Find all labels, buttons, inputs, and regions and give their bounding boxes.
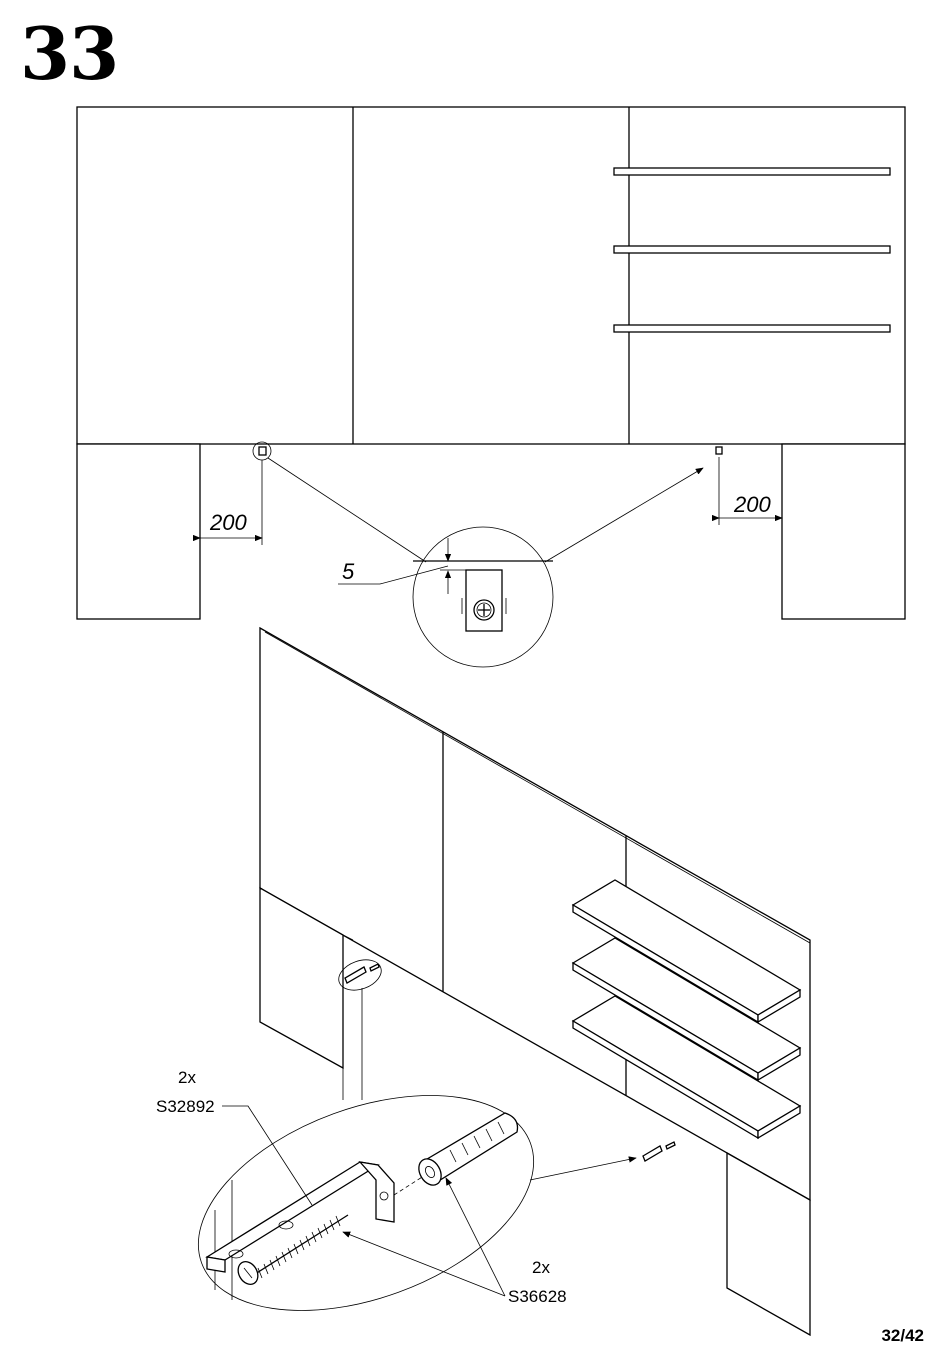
wall-bracket-with-screw-icon: [207, 1162, 394, 1288]
left-leg-panel: [77, 444, 200, 619]
part-quantity-s32892: 2x: [178, 1068, 196, 1087]
shelf: [614, 325, 890, 332]
front-view: 200 200 5: [77, 107, 905, 667]
dimension-label-gap: 5: [342, 559, 355, 584]
dimension-label-left: 200: [209, 510, 247, 535]
wall-plug-dowel-icon: [414, 1113, 517, 1189]
bracket-top: [207, 1162, 378, 1260]
wall-bracket-marker-right: [716, 447, 722, 454]
callout-arrow: [545, 468, 703, 562]
dimension-label-right: 200: [733, 492, 771, 517]
part-leader-s36628-plug: [446, 1178, 505, 1296]
wall-plug-icon-small: [666, 1142, 675, 1149]
part-code-s32892: S32892: [156, 1097, 215, 1116]
gap-leader: [380, 566, 448, 584]
page-number: 32/42: [881, 1326, 924, 1346]
part-quantity-s36628: 2x: [532, 1258, 550, 1277]
right-leg-panel: [782, 444, 905, 619]
wall-bracket-marker-left: [259, 447, 266, 455]
shelf: [614, 168, 890, 175]
part-code-s36628: S36628: [508, 1287, 567, 1306]
wall-bracket-icon-small: [643, 1146, 662, 1161]
callout-leader: [268, 458, 426, 562]
part-leader-s36628-screw: [343, 1232, 505, 1296]
wall-bracket-icon-small: [345, 967, 366, 983]
detail-magnifier-ellipse: [169, 1054, 563, 1352]
callout-arrow: [530, 1158, 636, 1180]
headboard-panel: [77, 107, 905, 444]
part-leader-s32892: [222, 1106, 312, 1205]
isometric-view: 2x S32892 2x S36628: [156, 628, 810, 1352]
shelf: [614, 246, 890, 253]
bracket-edge: [207, 1257, 225, 1272]
wall-plug-icon-small: [370, 964, 379, 971]
